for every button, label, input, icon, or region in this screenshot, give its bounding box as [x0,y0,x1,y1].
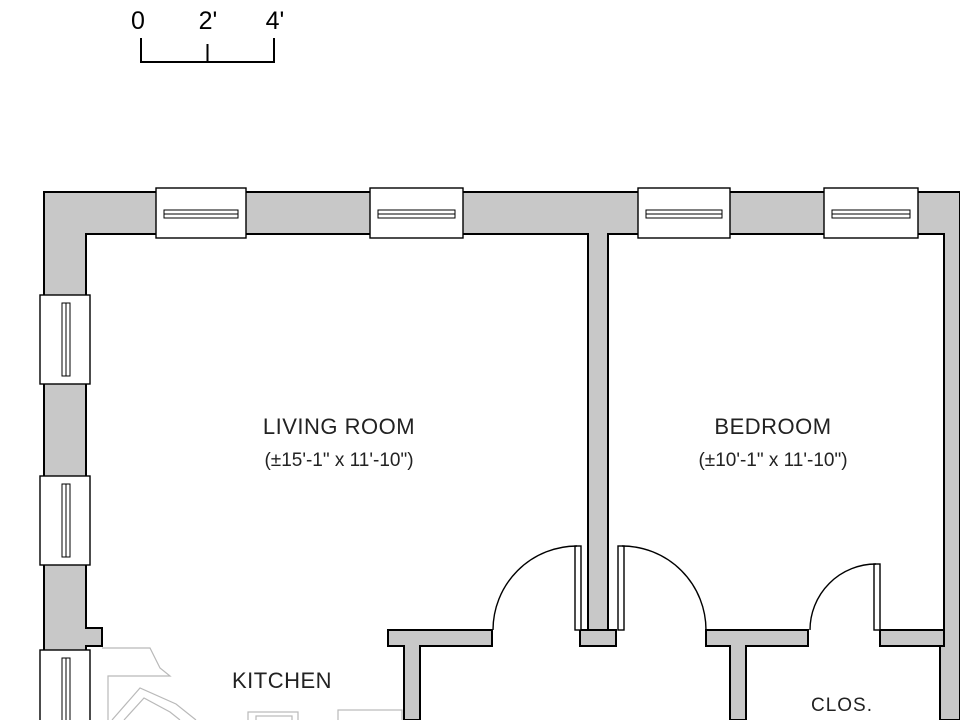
kitchen-range [247,711,299,720]
door-closet [809,563,881,631]
kitchen-counter-outline [102,647,172,720]
room-name-living-room: LIVING ROOM [263,414,415,439]
kitchen-corner-sink [111,687,197,720]
top-windows [155,187,919,239]
scale-bar: 0 2' 4' [131,7,285,63]
wall-top-segment-3 [727,191,827,235]
kitchen-fixtures [102,647,403,720]
window-left-1 [39,294,91,385]
room-name-kitchen: KITCHEN [232,668,332,693]
room-dimensions-living-room: (±15'-1" x 11'-10") [264,450,413,471]
scale-tick-4ft: 4' [266,7,285,35]
scale-tick-0: 0 [131,7,145,35]
door-living-room [492,545,582,631]
kitchen-corner-sink-inner [123,697,181,720]
interior-walls [387,629,945,720]
exterior-walls [43,191,960,720]
wall-left-segment-2 [43,562,103,653]
wall-closet-partition [705,629,809,720]
door-bedroom [617,545,707,631]
window-top-3 [637,187,731,239]
window-left-3 [39,649,91,720]
room-name-bedroom: BEDROOM [714,414,831,439]
wall-top-left-corner [43,191,159,298]
window-left-2 [39,475,91,566]
room-dimensions-bedroom: (±10'-1" x 11'-10") [698,450,847,471]
room-labels: LIVING ROOM (±15'-1" x 11'-10") BEDROOM … [232,414,873,716]
wall-hall-stub [579,629,617,647]
kitchen-range-burner [255,715,293,720]
wall-top-segment-1 [243,191,373,235]
wall-top-segment-2 [460,191,641,641]
window-top-1 [155,187,247,239]
left-windows [39,294,91,720]
wall-closet-right [879,629,945,647]
kitchen-counter-right [337,709,403,720]
scale-tick-2ft: 2' [199,7,218,35]
wall-left-segment-1 [43,381,87,479]
room-name-closet: CLOS. [811,695,873,716]
window-top-4 [823,187,919,239]
wall-kitchen-partition [387,629,493,720]
doors [492,545,881,631]
window-top-2 [369,187,464,239]
